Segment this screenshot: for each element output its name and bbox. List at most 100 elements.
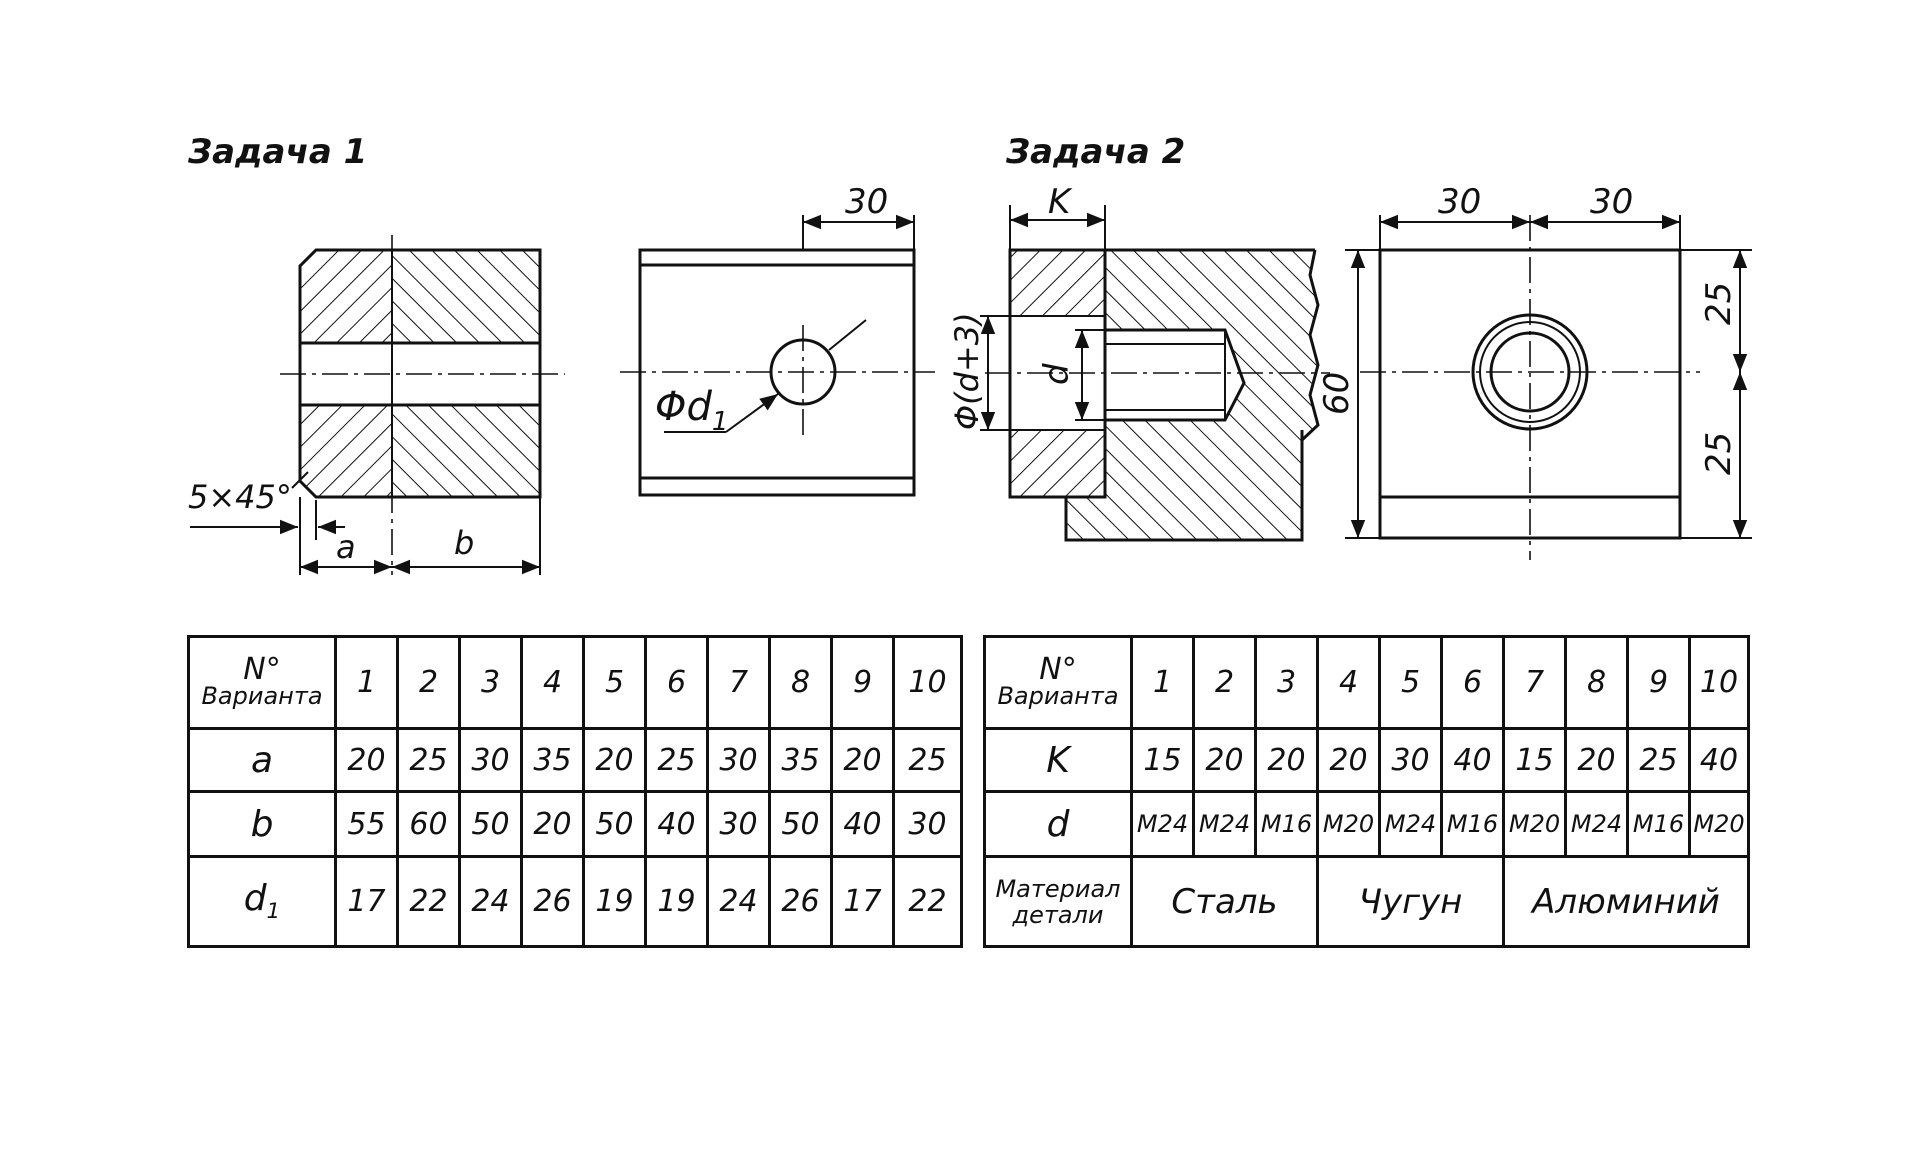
table-cell: 20 bbox=[1564, 727, 1629, 793]
table-cell: M24 bbox=[1192, 790, 1257, 858]
task2-variant-2: 2 bbox=[1192, 635, 1257, 730]
task2-title: Задача 2 bbox=[1005, 132, 1185, 172]
task1-header-cell: N° Варианта bbox=[187, 635, 337, 730]
table-cell: M16 bbox=[1626, 790, 1691, 858]
task1-row-a-label: a bbox=[187, 727, 337, 793]
task2-header-cell: N° Варианта bbox=[983, 635, 1133, 730]
task2-dim-h1: 25 bbox=[1699, 282, 1739, 325]
task1-dim-a: a bbox=[336, 528, 356, 566]
task2-variant-3: 3 bbox=[1254, 635, 1319, 730]
table-cell: M24 bbox=[1378, 790, 1443, 858]
task1-header-bottom: Варианта bbox=[201, 681, 323, 710]
task2-dim-d: d bbox=[1037, 363, 1077, 385]
table-cell: 25 bbox=[1626, 727, 1691, 793]
task2-front-view: 30 30 60 25 25 bbox=[1317, 182, 1752, 560]
table-cell: 22 bbox=[396, 855, 461, 948]
task1-header-top: N° bbox=[243, 651, 281, 687]
task1-variant-3: 3 bbox=[458, 635, 523, 730]
table-cell: 35 bbox=[520, 727, 585, 793]
task2-variant-5: 5 bbox=[1378, 635, 1443, 730]
table-cell: 30 bbox=[892, 790, 963, 858]
task2-header-top: N° bbox=[1039, 651, 1077, 687]
task2-variant-6: 6 bbox=[1440, 635, 1505, 730]
table-cell: M16 bbox=[1254, 790, 1319, 858]
table-cell: 50 bbox=[582, 790, 647, 858]
task2-header-row: N° Варианта 1 2 3 4 5 6 7 8 9 10 bbox=[983, 635, 1750, 730]
table-cell: M16 bbox=[1440, 790, 1505, 858]
material-steel: Сталь bbox=[1130, 855, 1319, 948]
task2-variant-4: 4 bbox=[1316, 635, 1381, 730]
table-cell: 40 bbox=[830, 790, 895, 858]
table-cell: 22 bbox=[892, 855, 963, 948]
table-cell: M20 bbox=[1502, 790, 1567, 858]
table-cell: 50 bbox=[458, 790, 523, 858]
task1-row-d1-letter: d bbox=[243, 878, 267, 920]
task1-variant-6: 6 bbox=[644, 635, 709, 730]
table-cell: 20 bbox=[334, 727, 399, 793]
task2-dim-height: 60 bbox=[1317, 372, 1357, 415]
table-cell: 20 bbox=[1254, 727, 1319, 793]
task1-variant-2: 2 bbox=[396, 635, 461, 730]
table-cell: 17 bbox=[334, 855, 399, 948]
table-cell: M24 bbox=[1564, 790, 1629, 858]
table-cell: 17 bbox=[830, 855, 895, 948]
task1-variant-5: 5 bbox=[582, 635, 647, 730]
table-cell: 20 bbox=[1316, 727, 1381, 793]
table-cell: 24 bbox=[706, 855, 771, 948]
table-cell: 20 bbox=[582, 727, 647, 793]
task1-row-a: a 20 25 30 35 20 25 30 35 20 25 bbox=[187, 727, 963, 793]
table-cell: M20 bbox=[1688, 790, 1750, 858]
task1-row-d1-subscript: 1 bbox=[266, 899, 281, 925]
task2-material-label: Материал детали bbox=[983, 855, 1133, 948]
table-cell: 25 bbox=[892, 727, 963, 793]
task1-dim-b: b bbox=[454, 524, 474, 562]
task2-variant-7: 7 bbox=[1502, 635, 1567, 730]
table-cell: M24 bbox=[1130, 790, 1195, 858]
task2-variant-9: 9 bbox=[1626, 635, 1691, 730]
task2-dim-h2: 25 bbox=[1699, 432, 1739, 475]
table-cell: 60 bbox=[396, 790, 461, 858]
task2-material-label-line1: Материал bbox=[995, 874, 1121, 903]
table-cell: 40 bbox=[1688, 727, 1750, 793]
table-cell: 19 bbox=[582, 855, 647, 948]
task1-row-d1: d1 17 22 24 26 19 19 24 26 17 22 bbox=[187, 855, 963, 948]
task1-section-view: 5×45° a b bbox=[188, 235, 565, 575]
task1-variant-1: 1 bbox=[334, 635, 399, 730]
table-cell: 15 bbox=[1502, 727, 1567, 793]
task1-variants-table: N° Варианта 1 2 3 4 5 6 7 8 9 10 a 20 25… bbox=[187, 635, 963, 948]
task1-front-view: 30 Φd1 bbox=[620, 182, 935, 497]
table-cell: 26 bbox=[768, 855, 833, 948]
task1-hole-text: Φd bbox=[655, 384, 712, 430]
table-cell: 20 bbox=[1192, 727, 1257, 793]
table-cell: 55 bbox=[334, 790, 399, 858]
task2-variant-10: 10 bbox=[1688, 635, 1750, 730]
table-cell: 25 bbox=[396, 727, 461, 793]
task2-dim-w2: 30 bbox=[1590, 182, 1633, 222]
table-cell: 35 bbox=[768, 727, 833, 793]
task2-header-bottom: Варианта bbox=[997, 681, 1119, 710]
table-cell: 30 bbox=[1378, 727, 1443, 793]
table-cell: 30 bbox=[706, 727, 771, 793]
task1-hole-label: Φd1 bbox=[655, 384, 728, 437]
task1-variant-8: 8 bbox=[768, 635, 833, 730]
task1-variant-4: 4 bbox=[520, 635, 585, 730]
table-cell: 30 bbox=[706, 790, 771, 858]
task1-title: Задача 1 bbox=[187, 132, 367, 172]
table-cell: 26 bbox=[520, 855, 585, 948]
table-cell: 24 bbox=[458, 855, 523, 948]
material-aluminum: Алюминий bbox=[1502, 855, 1750, 948]
task1-hole-subscript: 1 bbox=[712, 407, 729, 437]
task1-chamfer-label: 5×45° bbox=[188, 478, 292, 516]
task1-variant-7: 7 bbox=[706, 635, 771, 730]
table-cell: 20 bbox=[520, 790, 585, 858]
table-cell: M20 bbox=[1316, 790, 1381, 858]
task2-row-k: K 15 20 20 20 30 40 15 20 25 40 bbox=[983, 727, 1750, 793]
task2-row-k-label: K bbox=[983, 727, 1133, 793]
task2-variant-1: 1 bbox=[1130, 635, 1195, 730]
task1-dim-30: 30 bbox=[845, 182, 888, 222]
task2-row-material: Материал детали Сталь Чугун Алюминий bbox=[983, 855, 1750, 948]
table-cell: 50 bbox=[768, 790, 833, 858]
task1-header-row: N° Варианта 1 2 3 4 5 6 7 8 9 10 bbox=[187, 635, 963, 730]
table-cell: 40 bbox=[644, 790, 709, 858]
